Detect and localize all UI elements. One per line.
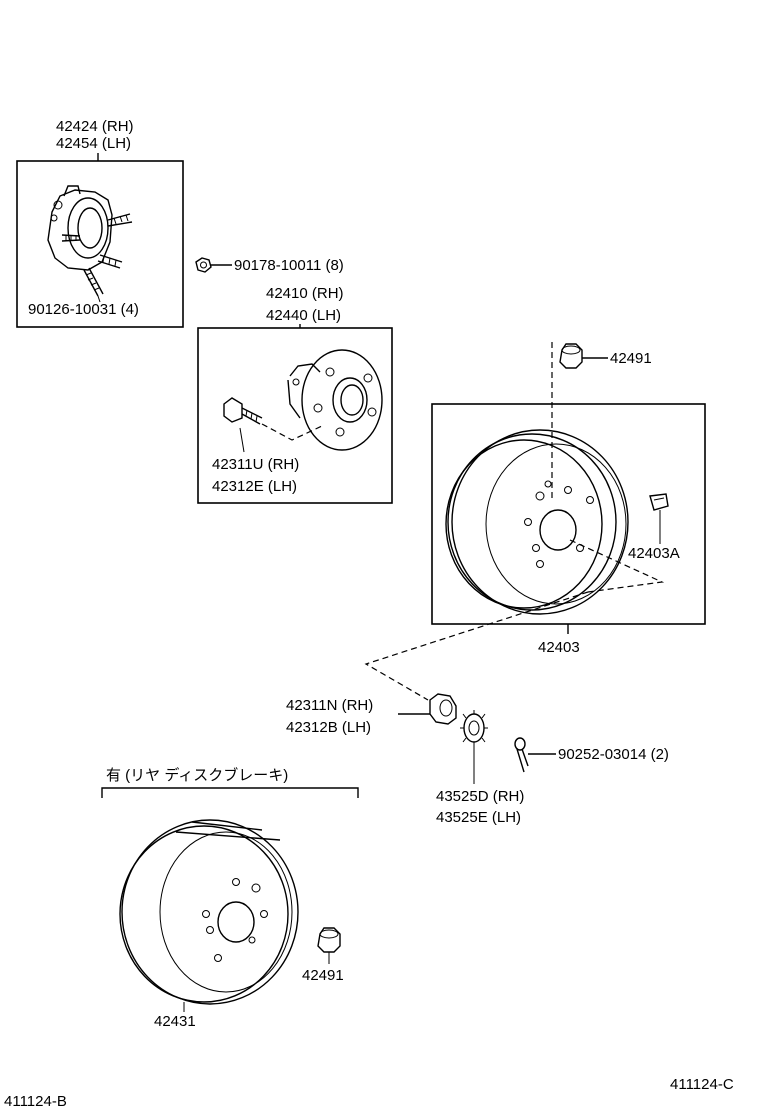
label-disc-cap: 42491 xyxy=(302,967,344,984)
hub-group: 42410 (RH) 42440 (LH) 42311U (RH) 42312E… xyxy=(197,285,393,504)
nut-lock-group: 43525D (RH) 43525E (LH) xyxy=(436,710,524,826)
caliper-assembly-drawing xyxy=(47,185,133,297)
label-hub-bolt-lh: 42312E (LH) xyxy=(212,478,297,495)
ref-code-left: 411124-B xyxy=(4,1093,67,1110)
nut-group: 90178-10011 (8) xyxy=(195,257,344,274)
hub-bolt-drawing xyxy=(223,397,263,425)
hub-cap-top-group: 42491 xyxy=(551,342,652,500)
drum-clip-drawing xyxy=(649,493,669,511)
hub-box xyxy=(197,327,393,504)
label-disc-option: 有 (リヤ ディスクブレーキ) xyxy=(106,766,288,784)
label-hub-nut-lh: 42312B (LH) xyxy=(286,719,371,736)
label-drum-clip: 42403A xyxy=(628,545,680,562)
label-nut-lock-rh: 43525D (RH) xyxy=(436,788,524,805)
hub-nut-drawing xyxy=(429,693,457,725)
label-cotter-pin: 90252-03014 (2) xyxy=(558,746,669,763)
brake-disc-drawing xyxy=(119,819,299,1005)
label-disc: 42431 xyxy=(154,1013,196,1030)
label-caliper-rh: 42424 (RH) xyxy=(56,118,134,135)
caliper-box xyxy=(16,160,184,328)
ref-code-right: 411124-C xyxy=(670,1076,734,1093)
hub-nut-group: 42311N (RH) 42312B (LH) xyxy=(286,693,457,736)
hub-cap-top-drawing xyxy=(559,343,583,369)
cotter-pin-group: 90252-03014 (2) xyxy=(514,737,669,773)
label-caliper-lh: 42454 (LH) xyxy=(56,135,131,152)
label-hub-bolt-rh: 42311U (RH) xyxy=(212,456,299,473)
brake-drum-group: 42403A 42403 xyxy=(431,403,706,656)
label-hub-nut-rh: 42311N (RH) xyxy=(286,697,373,714)
disc-option-bracket xyxy=(101,787,359,798)
label-nut-lock-lh: 43525E (LH) xyxy=(436,809,521,826)
label-drum: 42403 xyxy=(538,639,580,656)
caliper-group: 42424 (RH) 42454 (LH) 90126-10031 (4) xyxy=(16,118,184,328)
cotter-pin-drawing xyxy=(514,737,529,773)
disc-option-group: 有 (リヤ ディスクブレーキ) 42431 42491 xyxy=(101,766,359,1030)
label-hub-cap-top: 42491 xyxy=(610,350,652,367)
hex-nut-drawing xyxy=(195,257,212,273)
label-hub-rh: 42410 (RH) xyxy=(266,285,344,302)
label-nut: 90178-10011 (8) xyxy=(234,257,344,274)
label-caliper-stud: 90126-10031 (4) xyxy=(28,301,139,318)
disc-hub-cap-drawing xyxy=(317,927,341,953)
hub-bearing-drawing xyxy=(287,349,383,451)
brake-drum-drawing xyxy=(445,429,629,615)
label-hub-lh: 42440 (LH) xyxy=(266,307,341,324)
nut-lock-drawing xyxy=(460,710,488,746)
